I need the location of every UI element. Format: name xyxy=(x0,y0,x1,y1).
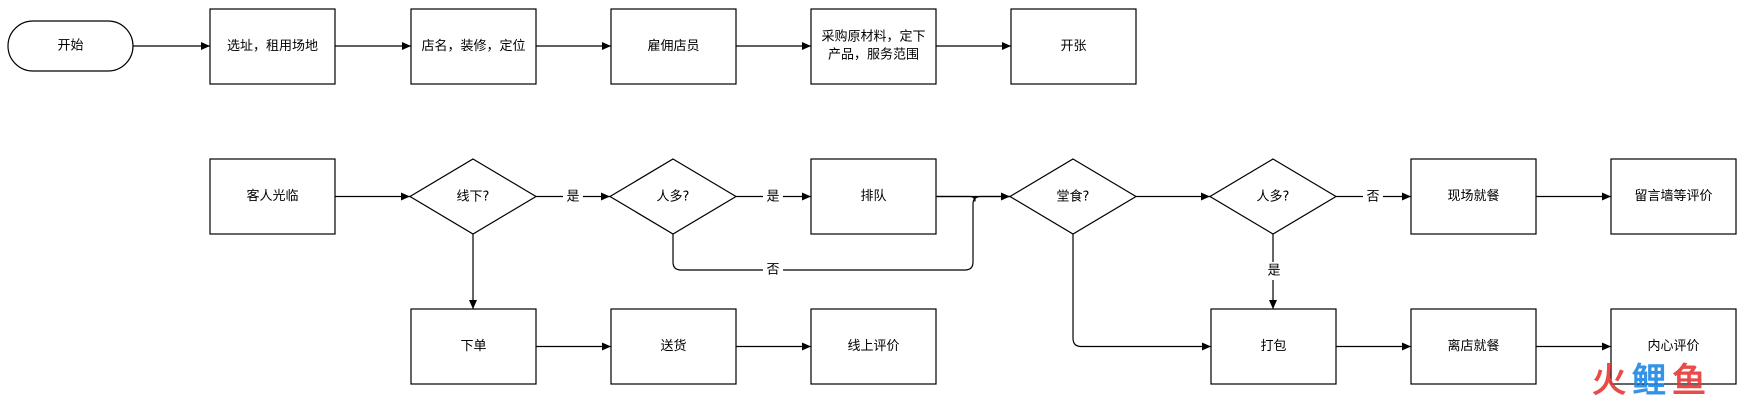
node-deliver: 送货 xyxy=(610,308,737,385)
node-inner-review-label: 内心评价 xyxy=(1647,338,1699,354)
node-open: 开张 xyxy=(1010,8,1137,85)
node-guest: 客人光临 xyxy=(209,158,336,235)
node-pack-label: 打包 xyxy=(1260,339,1286,354)
edge-label-yes-1: 是 xyxy=(566,190,579,205)
node-guest-label: 客人光临 xyxy=(246,188,298,204)
node-order: 下单 xyxy=(410,308,537,385)
node-dine-in-label: 现场就餐 xyxy=(1447,188,1499,204)
node-leave-eat-label: 离店就餐 xyxy=(1447,338,1499,354)
edge-label-no-2: 否 xyxy=(1366,190,1379,205)
node-online-review-label: 线上评价 xyxy=(847,339,899,354)
node-hire-label: 雇佣店员 xyxy=(647,38,699,54)
watermark-char-2: 鲤 xyxy=(1632,361,1666,401)
node-comment-wall-label: 留言墙等评价 xyxy=(1634,188,1712,204)
edge-label-yes-2: 是 xyxy=(766,190,779,205)
node-name-label: 店名，装修，定位 xyxy=(421,38,525,54)
watermark-char-3: 鱼 xyxy=(1672,361,1706,401)
node-purchase: 采购原材料，定下 产品，服务范围 xyxy=(810,8,937,85)
watermark-logo: 火 鲤 鱼 xyxy=(1592,361,1706,401)
decision-crowd-2-label: 人多? xyxy=(1257,189,1290,205)
decision-crowd-2: 人多? xyxy=(1208,158,1338,235)
edge-label-bg-yes-3 xyxy=(1264,262,1284,280)
node-name: 店名，装修，定位 xyxy=(410,8,537,85)
edge-dine-pack xyxy=(1072,234,1211,351)
node-start: 开始 xyxy=(7,20,134,72)
node-purchase-label-2: 产品，服务范围 xyxy=(828,47,919,63)
node-queue: 排队 xyxy=(810,158,937,235)
node-order-label: 下单 xyxy=(460,339,486,354)
node-start-label: 开始 xyxy=(57,39,83,54)
edge-label-bg-no-1 xyxy=(763,261,783,279)
watermark-char-1: 火 xyxy=(1592,361,1626,401)
edge-label-bg-yes-2 xyxy=(763,188,783,206)
node-inner-review: 内心评价 xyxy=(1610,308,1737,385)
edge-queue-stub xyxy=(936,195,976,202)
edge-label-yes-3: 是 xyxy=(1267,264,1280,279)
node-online-review: 线上评价 xyxy=(810,308,937,385)
decision-crowd-1-label: 人多? xyxy=(657,189,690,205)
node-purchase-label-1: 采购原材料，定下 xyxy=(821,29,925,45)
node-hire: 雇佣店员 xyxy=(610,8,737,85)
node-leave-eat: 离店就餐 xyxy=(1410,308,1537,385)
node-dine-in: 现场就餐 xyxy=(1410,158,1537,235)
edge-crowd1-dine-no xyxy=(672,195,1010,271)
edge-label-no-1: 否 xyxy=(766,263,779,278)
decision-offline: 线下? xyxy=(408,158,538,235)
decision-dine-label: 堂食? xyxy=(1057,189,1090,205)
node-deliver-label: 送货 xyxy=(660,338,686,354)
node-queue-label: 排队 xyxy=(860,189,886,204)
decision-dine: 堂食? xyxy=(1008,158,1138,235)
node-site-label: 选址，租用场地 xyxy=(227,39,318,54)
edge-label-bg-yes-1 xyxy=(563,188,583,206)
edge-label-bg-no-2 xyxy=(1363,188,1383,206)
node-open-label: 开张 xyxy=(1060,39,1086,54)
decision-offline-label: 线下? xyxy=(457,190,490,205)
node-pack: 打包 xyxy=(1210,308,1337,385)
node-site: 选址，租用场地 xyxy=(209,8,336,85)
decision-crowd-1: 人多? xyxy=(608,158,738,235)
node-comment-wall: 留言墙等评价 xyxy=(1610,158,1737,235)
